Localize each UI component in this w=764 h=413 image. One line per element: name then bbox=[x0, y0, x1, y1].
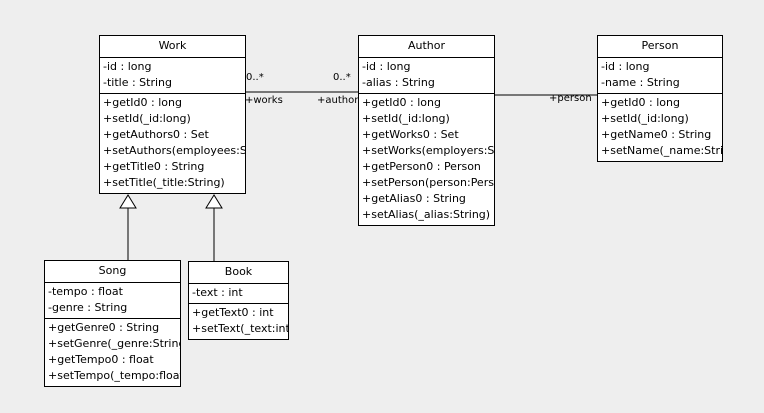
class-box-work[interactable]: Work -id : long -title : String +getId0 … bbox=[99, 35, 246, 194]
operation-row: +setWorks(employers:Set) bbox=[362, 144, 494, 157]
operation-row: +setTitle(_title:String) bbox=[103, 176, 225, 189]
operation-row: +getAuthors0 : Set bbox=[103, 128, 209, 141]
operation-row: +setId(_id:long) bbox=[103, 112, 191, 125]
attributes-compartment-work: -id : long -title : String bbox=[100, 57, 245, 93]
attribute-row: -name : String bbox=[601, 76, 680, 89]
generalization-triangle-icon-book bbox=[205, 194, 223, 209]
operations-compartment-work: +getId0 : long +setId(_id:long) +getAuth… bbox=[100, 93, 245, 193]
class-box-author[interactable]: Author -id : long -alias : String +getId… bbox=[358, 35, 495, 226]
operation-row: +setTempo(_tempo:float) bbox=[48, 369, 180, 382]
operation-row: +setId(_id:long) bbox=[362, 112, 450, 125]
operation-row: +getName0 : String bbox=[601, 128, 712, 141]
operation-row: +getId0 : long bbox=[601, 96, 680, 109]
operations-compartment-person: +getId0 : long +setId(_id:long) +getName… bbox=[598, 93, 722, 161]
operation-row: +setAuthors(employees:Set) bbox=[103, 144, 245, 157]
generalization-triangle-icon-song bbox=[119, 194, 137, 209]
operations-compartment-book: +getText0 : int +setText(_text:int) bbox=[189, 303, 288, 339]
attribute-row: -id : long bbox=[601, 60, 650, 73]
attribute-row: -genre : String bbox=[48, 301, 128, 314]
attribute-row: -title : String bbox=[103, 76, 173, 89]
class-box-song[interactable]: Song -tempo : float -genre : String +get… bbox=[44, 260, 181, 387]
operation-row: +getTitle0 : String bbox=[103, 160, 205, 173]
operation-row: +getTempo0 : float bbox=[48, 353, 154, 366]
operation-row: +getId0 : long bbox=[103, 96, 182, 109]
operation-row: +getId0 : long bbox=[362, 96, 441, 109]
attribute-row: -alias : String bbox=[362, 76, 435, 89]
operation-row: +setAlias(_alias:String) bbox=[362, 208, 491, 221]
operation-row: +getText0 : int bbox=[192, 306, 274, 319]
class-box-person[interactable]: Person -id : long -name : String +getId0… bbox=[597, 35, 723, 162]
role-label-person: +person bbox=[549, 93, 592, 104]
attributes-compartment-book: -text : int bbox=[189, 283, 288, 303]
attributes-compartment-song: -tempo : float -genre : String bbox=[45, 282, 180, 318]
class-name-song: Song bbox=[98, 264, 127, 277]
operation-row: +setText(_text:int) bbox=[192, 322, 288, 335]
operations-compartment-author: +getId0 : long +setId(_id:long) +getWork… bbox=[359, 93, 494, 225]
attribute-row: -id : long bbox=[362, 60, 411, 73]
operation-row: +setId(_id:long) bbox=[601, 112, 689, 125]
attributes-compartment-author: -id : long -alias : String bbox=[359, 57, 494, 93]
operation-row: +setPerson(person:Person) bbox=[362, 176, 494, 189]
class-box-book[interactable]: Book -text : int +getText0 : int +setTex… bbox=[188, 261, 289, 340]
class-name-book: Book bbox=[224, 265, 253, 278]
operation-row: +getAlias0 : String bbox=[362, 192, 466, 205]
attribute-row: -id : long bbox=[103, 60, 152, 73]
role-label-works: +works bbox=[245, 95, 283, 106]
operation-row: +setName(_name:String) bbox=[601, 144, 722, 157]
multiplicity-label-work-end: 0..* bbox=[246, 72, 264, 83]
operations-compartment-song: +getGenre0 : String +setGenre(_genre:Str… bbox=[45, 318, 180, 386]
operation-row: +setGenre(_genre:String) bbox=[48, 337, 180, 350]
class-name-author: Author bbox=[407, 39, 446, 52]
multiplicity-label-author-end: 0..* bbox=[333, 72, 351, 83]
operation-row: +getPerson0 : Person bbox=[362, 160, 481, 173]
role-label-authors: +authors bbox=[317, 95, 364, 106]
class-name-person: Person bbox=[641, 39, 679, 52]
attribute-row: -text : int bbox=[192, 286, 243, 299]
attribute-row: -tempo : float bbox=[48, 285, 123, 298]
operation-row: +getGenre0 : String bbox=[48, 321, 160, 334]
class-name-work: Work bbox=[158, 39, 187, 52]
operation-row: +getWorks0 : Set bbox=[362, 128, 459, 141]
attributes-compartment-person: -id : long -name : String bbox=[598, 57, 722, 93]
